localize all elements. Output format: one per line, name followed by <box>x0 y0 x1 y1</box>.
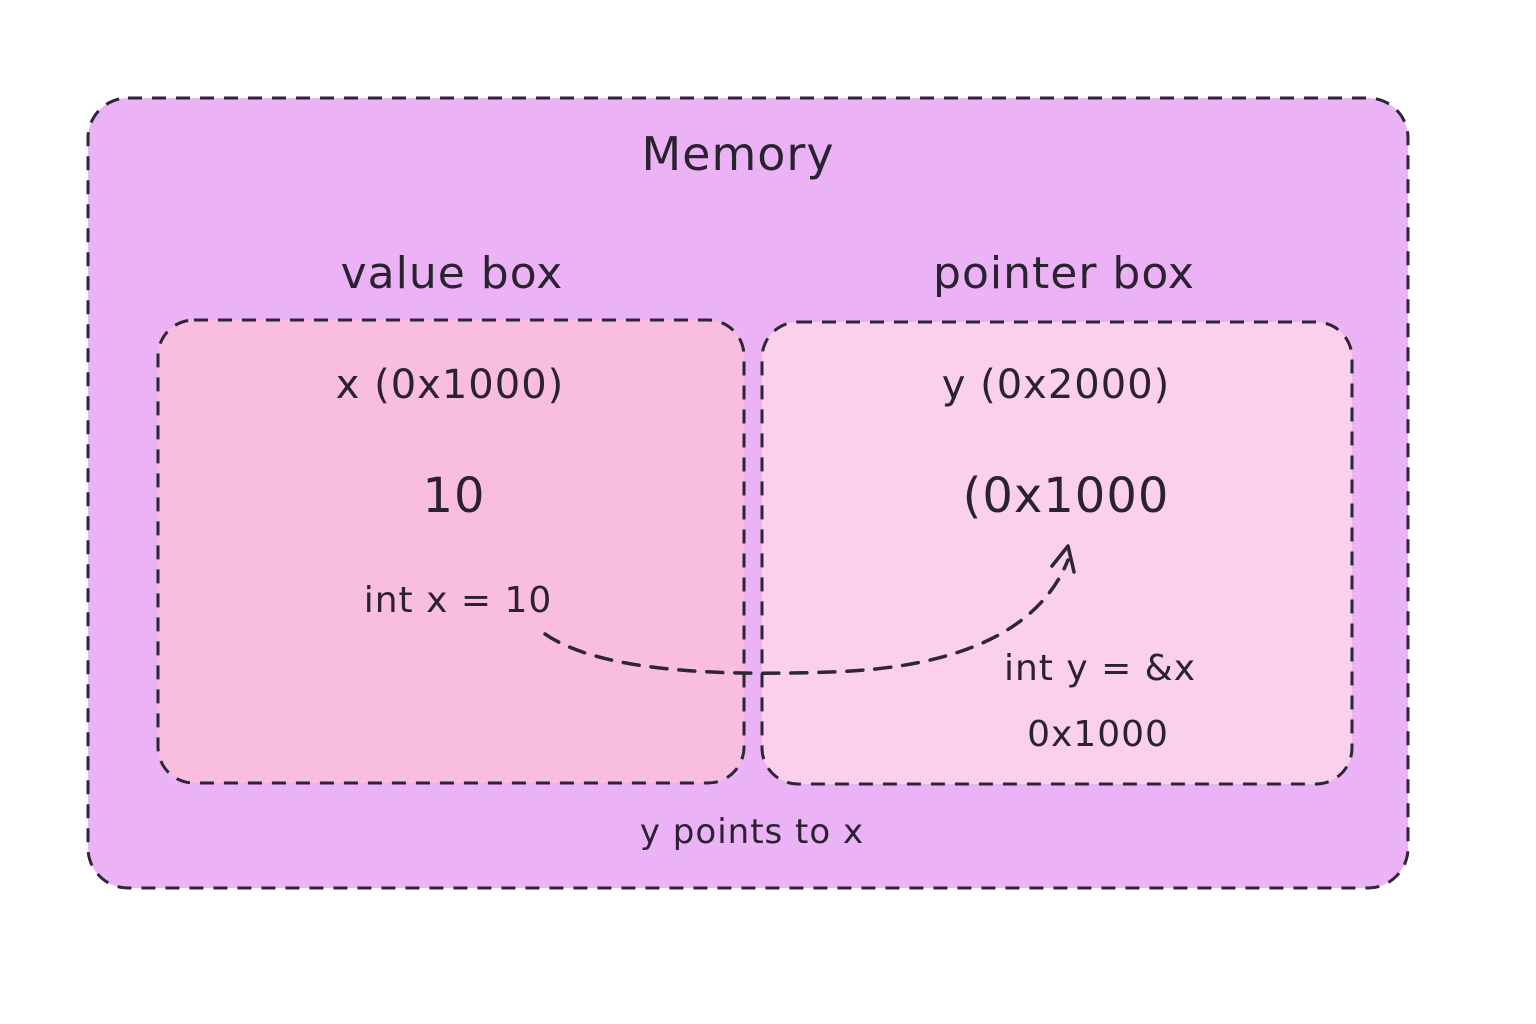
value-box-variable: x (0x1000) <box>335 362 565 408</box>
pointer-box-title: pointer box <box>933 248 1195 299</box>
memory-title: Memory <box>641 127 835 181</box>
pointer-box <box>760 320 1354 786</box>
arrowhead-icon <box>1050 544 1076 574</box>
pointer-box-address: 0x1000 <box>1027 714 1169 755</box>
pointer-box-code: int y = &x <box>1003 648 1197 689</box>
value-box-title: value box <box>340 248 564 299</box>
value-box-code: int x = 10 <box>363 580 553 621</box>
memory-caption: y points to x <box>639 812 865 852</box>
pointer-box-variable: y (0x2000) <box>941 362 1171 408</box>
value-box-value: 10 <box>422 468 486 524</box>
pointer-arrow <box>543 558 1070 675</box>
pointer-box-value: (0x1000 <box>962 468 1170 524</box>
value-box <box>156 318 746 785</box>
